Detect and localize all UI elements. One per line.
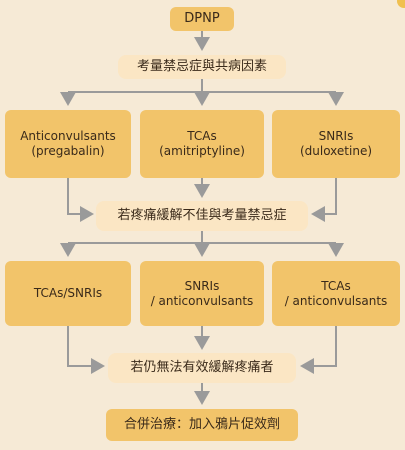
- arrow-right2-to-still: [300, 326, 337, 374]
- node-anticonvulsants-label: Anticonvulsants (pregabalin): [20, 129, 116, 158]
- arrow-right1-to-poor: [311, 178, 337, 222]
- node-consider-label: 考量禁忌症與共病因素: [136, 58, 267, 74]
- arrow-left1-to-poor: [67, 178, 94, 222]
- node-snris-label: SNRIs (duloxetine): [299, 129, 373, 158]
- node-dpnp: DPNP: [170, 7, 234, 31]
- node-snris: SNRIs (duloxetine): [272, 110, 400, 178]
- node-consider: 考量禁忌症與共病因素: [118, 55, 286, 79]
- node-still-no-relief: 若仍無法有效緩解疼痛者: [108, 353, 296, 383]
- corner-decoration: [397, 0, 405, 8]
- node-tcas-snris: TCAs/SNRIs: [5, 261, 131, 326]
- node-snris-anticonvulsants-label: SNRIs / anticonvulsants: [150, 278, 254, 308]
- node-poor-relief: 若疼痛緩解不佳與考量禁忌症: [96, 201, 308, 231]
- node-tcas-snris-label: TCAs/SNRIs: [33, 286, 103, 300]
- node-still-no-relief-label: 若仍無法有效緩解疼痛者: [130, 359, 274, 375]
- node-snris-anticonvulsants: SNRIs / anticonvulsants: [140, 261, 264, 326]
- node-tcas: TCAs (amitriptyline): [140, 110, 264, 178]
- node-anticonvulsants: Anticonvulsants (pregabalin): [5, 110, 131, 178]
- node-tcas-anticonvulsants-label: TCAs / anticonvulsants: [284, 278, 388, 308]
- node-tcas-anticonvulsants: TCAs / anticonvulsants: [272, 261, 400, 326]
- arrow-left2-to-still: [67, 326, 105, 374]
- node-combination-therapy-label: 合併治療：加入鴉片促效劑: [123, 416, 280, 432]
- node-combination-therapy: 合併治療：加入鴉片促效劑: [106, 409, 298, 441]
- node-dpnp-label: DPNP: [184, 10, 220, 26]
- node-tcas-label: TCAs (amitriptyline): [159, 129, 245, 158]
- node-poor-relief-label: 若疼痛緩解不佳與考量禁忌症: [117, 207, 287, 223]
